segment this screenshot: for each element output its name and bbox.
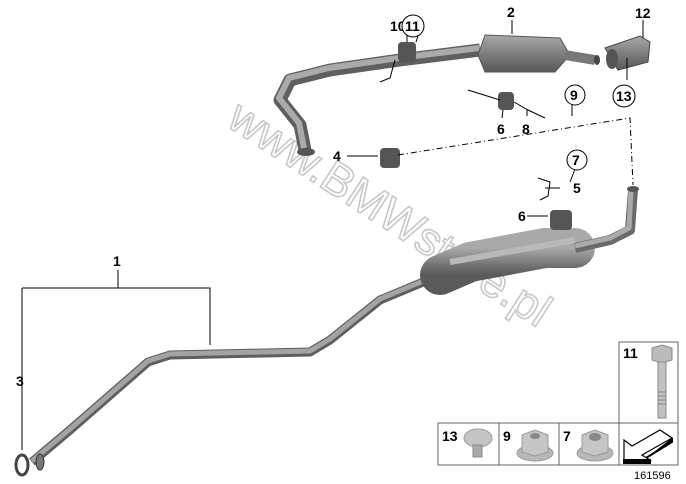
callout-3: 3 [16,373,24,389]
tailpipe-trim [604,35,651,71]
rubber-mounts [379,42,572,230]
flange-nut-7-icon [576,429,614,462]
rubber-mount-6-bottom [550,210,572,230]
rubber-mount-10 [398,42,416,62]
box-label-nut-9: 9 [503,428,511,444]
box-label-screw-13: 13 [442,428,458,444]
callout-circle-7 [566,149,588,171]
direction-arrow-icon [623,429,674,464]
screw-icon [463,428,493,458]
rubber-mount-6-top [498,92,514,110]
callout-8: 8 [522,121,530,137]
callout-11: 11 [405,18,420,34]
assembly-line [397,117,634,186]
callout-circle-9 [564,84,586,106]
diagram-number: 161596 [634,470,671,482]
box-label-nut-7: 7 [563,428,571,444]
callout-9: 9 [570,87,578,103]
bolt-icon [651,344,673,419]
callout-6-top: 6 [497,121,505,137]
callout-6-bottom: 6 [518,208,526,224]
callout-13: 13 [616,88,632,104]
front-pipe-with-center-muffler [29,186,639,466]
rear-silencer [273,34,600,156]
callout-2: 2 [507,4,515,20]
callout-12: 12 [635,5,651,21]
flange-nut-9-icon [516,429,554,462]
rubber-mount-4 [380,148,400,168]
callout-10: 10 [390,18,406,34]
callout-circle-13 [612,84,636,108]
pipe-clamp [14,453,45,477]
callout-7: 7 [572,152,580,168]
fastener-boxes: 11 13 9 7 [437,341,679,466]
callout-5: 5 [573,180,581,196]
callout-1: 1 [113,253,121,269]
callout-circle-11 [401,14,425,38]
box-label-bolt-11: 11 [623,345,638,361]
callout-4: 4 [333,148,341,164]
